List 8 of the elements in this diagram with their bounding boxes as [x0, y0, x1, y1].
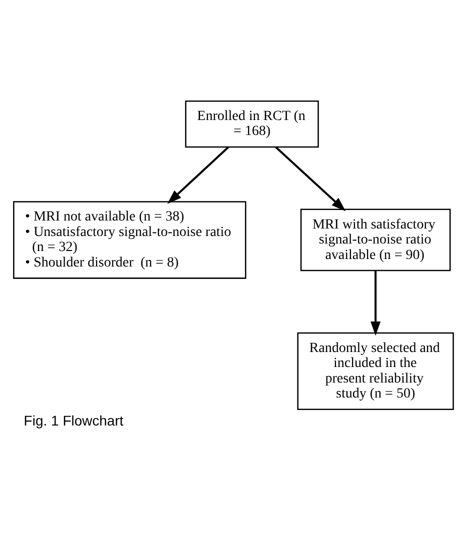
arrow [275, 146, 346, 211]
node-box: Enrolled in RCT (n = 168) [185, 100, 319, 148]
caption: Fig. 1 Flowchart [24, 412, 124, 428]
node-box: • MRI not available (n = 38) • Unsatisfactory signal-to-noise ratio (n = 32) • Shoulder disorder (n = 8) [13, 200, 246, 278]
node-box: MRI with satisfactory signal-to-noise ratio available (n = 90) [300, 208, 451, 271]
arrow [370, 270, 381, 336]
arrow [167, 146, 230, 204]
node-box: Randomly selected and included in the present reliability study (n = 50) [297, 332, 454, 410]
